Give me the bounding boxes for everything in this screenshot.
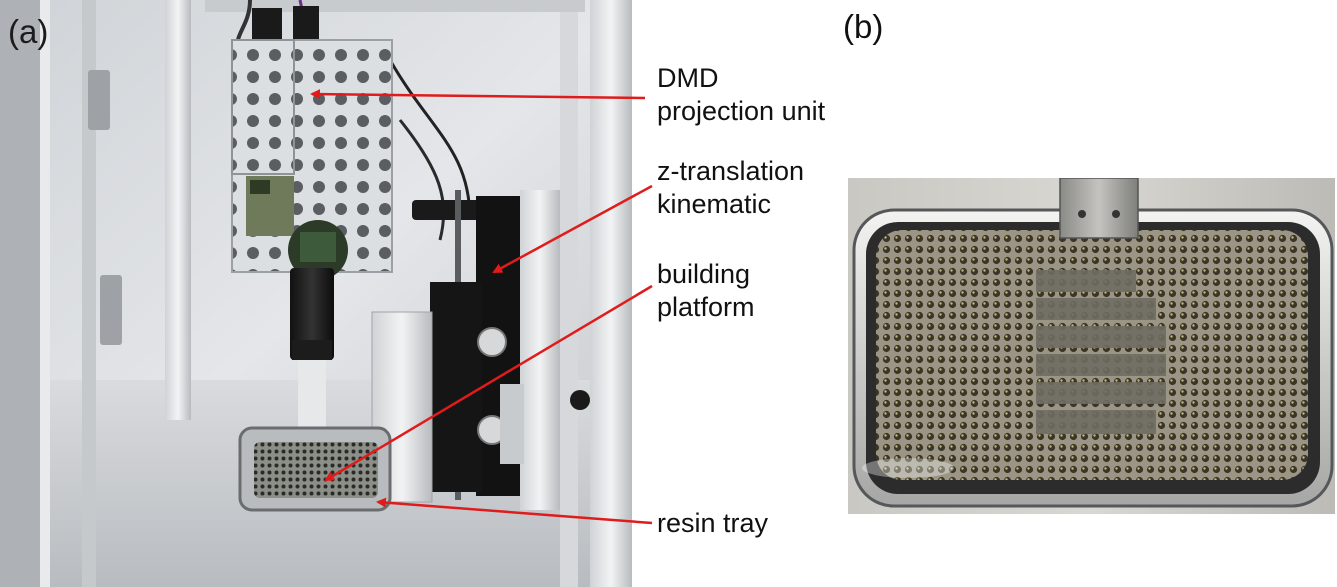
callout-platform-line1: building	[657, 259, 751, 289]
callout-building-platform: building platform	[657, 258, 755, 324]
callout-dmd-projection-unit: DMD projection unit	[657, 62, 825, 128]
callout-dmd-line2: projection unit	[657, 96, 826, 126]
panel-label-b: (b)	[843, 8, 884, 45]
callout-resin-tray: resin tray	[657, 507, 768, 540]
callout-z-translation-kinematic: z-translation kinematic	[657, 155, 804, 221]
callout-z-line1: z-translation	[657, 156, 805, 186]
photo-building-platform-closeup	[848, 178, 1335, 514]
platform-closeup-illustration	[848, 178, 1335, 514]
callout-platform-line2: platform	[657, 292, 755, 322]
panel-label-a: (a)	[8, 13, 49, 50]
callout-tray-line1: resin tray	[657, 508, 769, 538]
callout-dmd-line1: DMD	[657, 63, 719, 93]
printer-photo-illustration	[0, 0, 632, 587]
photo-printer-setup	[0, 0, 632, 587]
callout-z-line2: kinematic	[657, 189, 772, 219]
